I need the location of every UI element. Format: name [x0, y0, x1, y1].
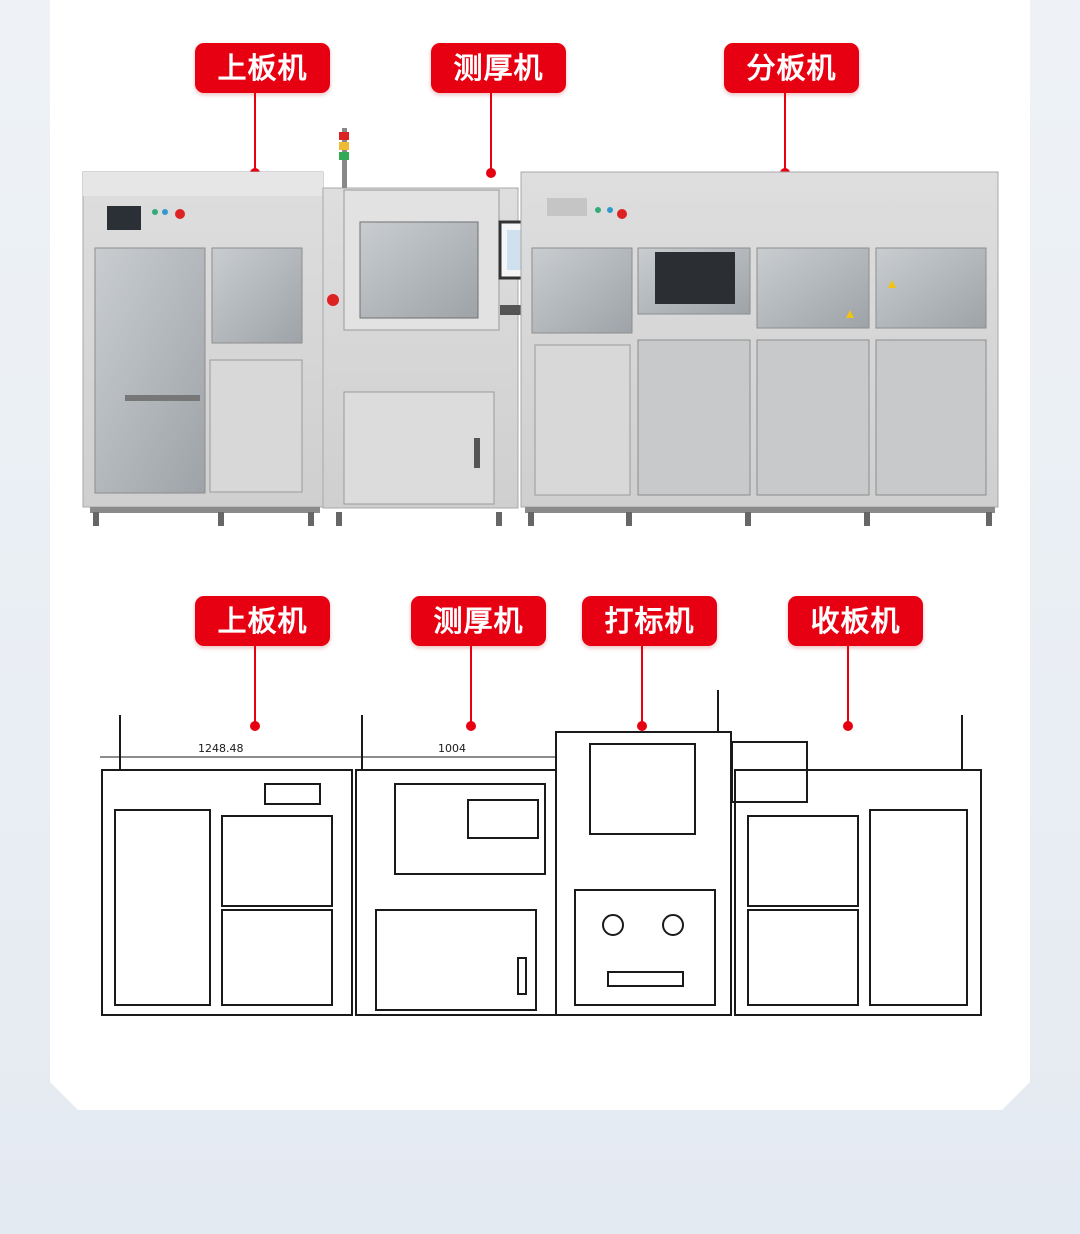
callout-dot — [843, 721, 853, 731]
callout-dot — [637, 721, 647, 731]
leader-line — [254, 93, 256, 171]
dimension-label: 1004 — [438, 742, 466, 755]
machine-feet — [93, 512, 992, 526]
dimension-label: 1248.48 — [198, 742, 244, 755]
depaneling-machine-photo — [520, 171, 999, 513]
leader-line — [847, 646, 849, 724]
leader-line — [254, 646, 256, 724]
label-marking-drawing: 打标机 — [582, 596, 717, 646]
label-depaneling-photo: 分板机 — [724, 43, 859, 93]
label-unloader-drawing: 收板机 — [788, 596, 923, 646]
label-loader-photo: 上板机 — [195, 43, 330, 93]
label-loader-drawing: 上板机 — [195, 596, 330, 646]
callout-dot — [250, 721, 260, 731]
machine-line-drawing: 1248.48 1004 — [100, 690, 982, 1016]
loader-machine-photo — [82, 171, 324, 513]
leader-line — [784, 93, 786, 171]
label-thickness-drawing: 测厚机 — [411, 596, 546, 646]
label-thickness-photo: 测厚机 — [431, 43, 566, 93]
leader-line — [470, 646, 472, 724]
machine-line-photo — [82, 128, 999, 526]
leader-line — [641, 646, 643, 724]
callout-dot — [486, 168, 496, 178]
callout-dot — [466, 721, 476, 731]
leader-line — [490, 93, 492, 171]
